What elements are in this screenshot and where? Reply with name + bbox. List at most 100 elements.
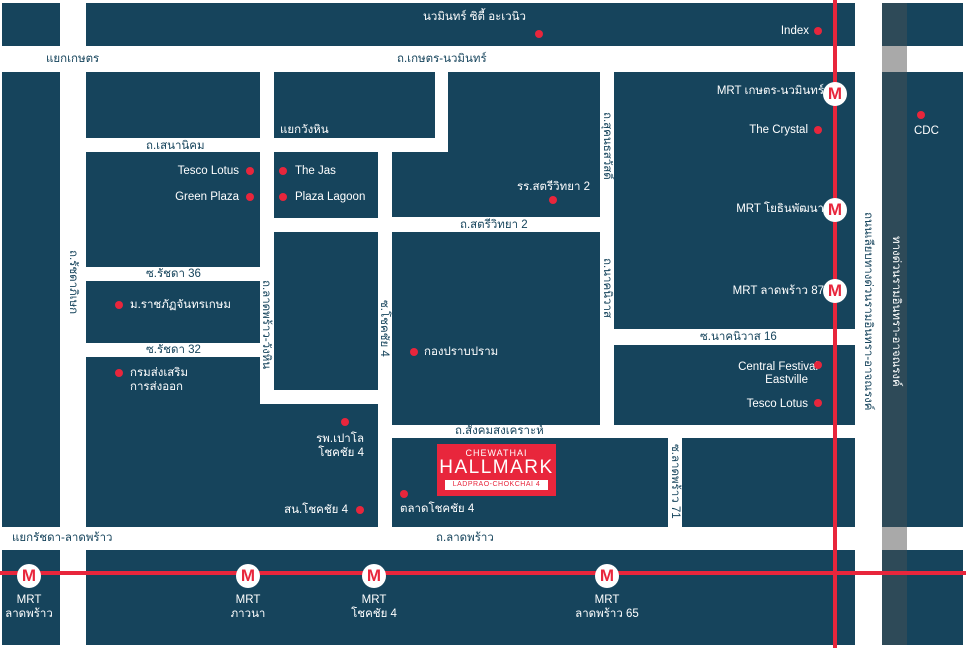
place-label: Green Plaza: [175, 191, 239, 203]
block: [86, 3, 855, 46]
place-label: Tesco Lotus: [177, 165, 239, 177]
road-label: ถ.สุคนธสวัสดิ์: [601, 112, 613, 180]
place-label: รร.สตรีวิทยา 2: [516, 181, 590, 193]
road-label: ถ.เกษตร-นวมินทร์: [397, 53, 487, 65]
mrt-station-icon[interactable]: M: [823, 82, 847, 106]
block: [86, 550, 855, 645]
place-marker: [814, 399, 822, 407]
road-label: แยกเกษตร: [46, 53, 100, 65]
mrt-station-icon[interactable]: M: [17, 564, 41, 588]
mrt-station-icon[interactable]: M: [823, 198, 847, 222]
place-label: The Jas: [295, 165, 336, 177]
road-label: ถ.เสนานิคม: [146, 140, 205, 152]
place-marker: [917, 111, 925, 119]
road-label: ทางด่วนรามอินทรา-อาจณรงค์: [890, 236, 902, 387]
place-marker: [410, 348, 418, 356]
place-marker: [814, 27, 822, 35]
place-label: Eastville: [765, 374, 808, 386]
road-label: ถ.นาคนิวาส: [601, 258, 613, 318]
mrt-label: MRT เกษตร-นวมินทร์: [716, 85, 824, 97]
place-label: นวมินทร์ ซิตี้ อะเวนิว: [423, 11, 526, 23]
mrt-line-vertical: [833, 0, 837, 648]
road-label: ถ.ลาดพร้าว: [436, 532, 494, 544]
road-label: ถนนเลียบทางด่วนรามอินทรา-อาจณรงค์: [862, 212, 874, 411]
mrt-line-horizontal: [0, 571, 966, 575]
mrt-label-line: MRT: [361, 594, 387, 606]
place-label: Plaza Lagoon: [295, 191, 366, 203]
mrt-label: MRT ลาดพร้าว 87: [732, 285, 824, 297]
mrt-label: MRT ลาดพร้าว 65: [562, 593, 652, 621]
place-marker: [400, 490, 408, 498]
place-marker: [115, 301, 123, 309]
road-label: ถ.รัชดาภิเษก: [67, 250, 79, 315]
logo-sub-text: LADPRAO-CHOKCHAI 4: [445, 480, 548, 490]
mrt-station-icon[interactable]: M: [823, 279, 847, 303]
project-logo: CHEWATHAI HALLMARK LADPRAO-CHOKCHAI 4: [437, 444, 556, 496]
road-label: ถ.สังคมสงเคราะห์: [455, 425, 544, 437]
mrt-station-icon[interactable]: M: [362, 564, 386, 588]
place-label: Central Festival: [738, 361, 818, 373]
block: [392, 152, 600, 217]
block: [274, 152, 378, 218]
place-label: กรมส่งเสริม: [130, 367, 189, 379]
place-label: ม.ราชภัฏจันทรเกษม: [130, 299, 231, 311]
place-label: โชคชัย 4: [318, 447, 364, 459]
road-label: ซ.นาคนิวาส 16: [700, 331, 777, 343]
place-marker: [279, 193, 287, 201]
block: [86, 281, 260, 343]
place-label: ตลาดโชคชัย 4: [400, 503, 475, 515]
block: [392, 232, 600, 425]
place-marker: [356, 506, 364, 514]
block: [2, 72, 60, 527]
block: [86, 152, 260, 267]
block: [614, 345, 855, 425]
place-marker: [814, 126, 822, 134]
mrt-label-line: MRT: [594, 594, 620, 606]
road-label: ถ.ลาดพร้าว-วังหิน: [260, 280, 272, 370]
place-label: แยกวังหิน: [280, 124, 329, 136]
place-label: The Crystal: [749, 124, 808, 136]
road-label: ถ.สตรีวิทยา 2: [460, 219, 528, 231]
place-marker: [814, 361, 822, 369]
mrt-label: MRT โชคชัย 4: [334, 593, 414, 621]
place-label: กองปราบปราม: [424, 346, 499, 358]
place-label: สน.โชคชัย 4: [284, 504, 348, 516]
road-label: ซ.โชคชัย 4: [378, 300, 390, 357]
place-label: รพ.เปาโล: [316, 433, 364, 445]
mrt-label-line: MRT: [16, 594, 42, 606]
place-marker: [535, 30, 543, 38]
block: [86, 357, 260, 527]
place-marker: [246, 167, 254, 175]
place-marker: [341, 418, 349, 426]
road-label: ซ.ลาดพร้าว 71: [669, 444, 681, 519]
logo-main-text: HALLMARK: [439, 457, 554, 478]
mrt-label-line: ลาดพร้าว: [5, 608, 53, 620]
mrt-label-line: โชคชัย 4: [351, 608, 397, 620]
logo-top-text: CHEWATHAI: [465, 448, 528, 458]
place-label: Index: [780, 25, 809, 37]
block: [682, 438, 855, 527]
road-label: แยกรัชดา-ลาดพร้าว: [12, 532, 113, 544]
place-marker: [549, 196, 557, 204]
mrt-label: MRT ลาดพร้าว: [0, 593, 58, 621]
place-marker: [279, 167, 287, 175]
mrt-label-line: ลาดพร้าว 65: [575, 608, 639, 620]
road-label: ซ.รัชดา 32: [146, 344, 201, 356]
mrt-station-icon[interactable]: M: [236, 564, 260, 588]
block: [2, 3, 60, 46]
place-marker: [246, 193, 254, 201]
road-label: ซ.รัชดา 36: [146, 268, 201, 280]
mrt-station-icon[interactable]: M: [595, 564, 619, 588]
block: [86, 72, 260, 138]
expressway-crossing: [882, 527, 907, 550]
mrt-label-line: MRT: [235, 594, 261, 606]
expressway-crossing: [882, 46, 907, 72]
place-label: Tesco Lotus: [746, 398, 808, 410]
place-marker: [115, 369, 123, 377]
block: [614, 72, 855, 329]
block: [274, 232, 378, 390]
place-label: การส่งออก: [130, 381, 184, 393]
place-label: CDC: [914, 125, 939, 137]
